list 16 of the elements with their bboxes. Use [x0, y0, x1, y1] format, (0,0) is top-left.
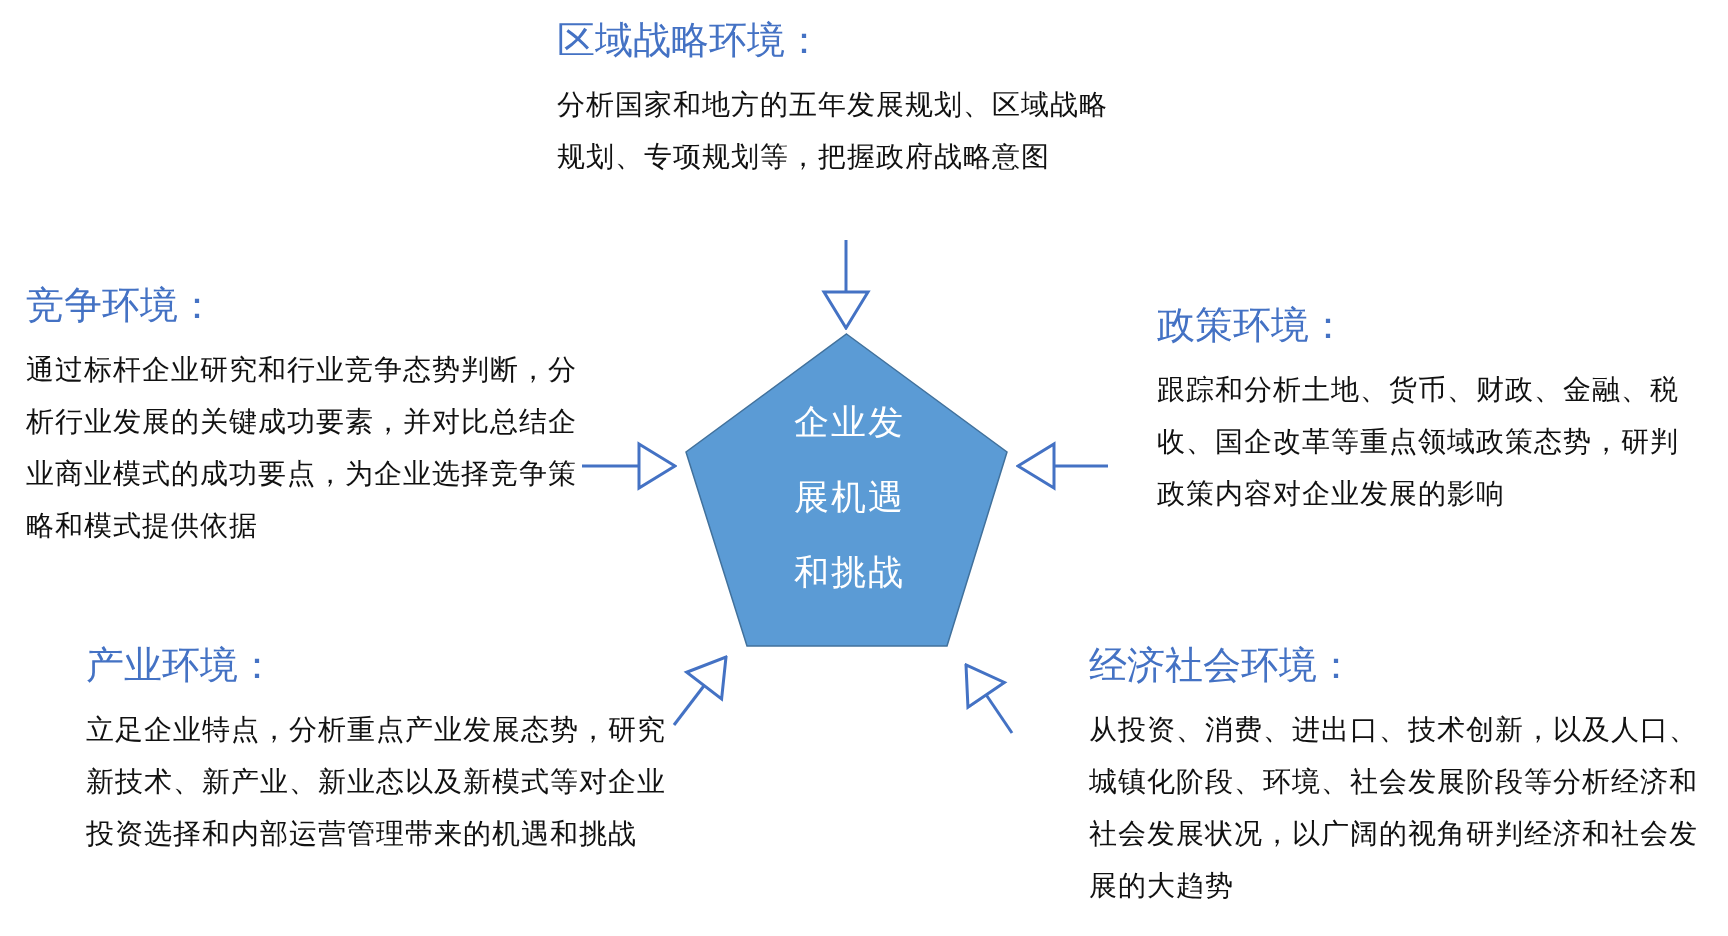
section-description: 跟踪和分析土地、货币、财政、金融、税收、国企改革等重点领域政策态势，研判政策内容对企业发展的影响	[1157, 372, 1680, 512]
hollow-arrow	[672, 655, 728, 726]
section-description: 通过标杆企业研究和行业竞争态势判断，分析行业发展的关键成功要素，并对比总结企业商业模式的成功要点，为企业选择竞争策略和模式提供依据	[26, 352, 578, 544]
section-heading: 区域战略环境：	[557, 17, 824, 64]
section-description: 分析国家和地方的五年发展规划、区域战略规划、专项规划等，把握政府战略意图	[557, 87, 1109, 175]
hollow-arrow	[964, 663, 1014, 734]
center-label: 企业发展机遇和挑战	[792, 401, 906, 594]
section-description: 立足企业特点，分析重点产业发展态势，研究新技术、新产业、新业态以及新模式等对企业投资选择和内部运营管理带来的机遇和挑战	[86, 712, 667, 852]
hollow-arrow	[582, 442, 677, 490]
hollow-arrow	[822, 240, 870, 330]
section-description: 从投资、消费、进出口、技术创新，以及人口、城镇化阶段、环境、社会发展阶段等分析经济和社会发展状况，以广阔的视角研判经济和社会发展的大趋势	[1089, 712, 1699, 904]
section-heading: 政策环境：	[1157, 302, 1348, 349]
hollow-arrow	[1016, 442, 1108, 490]
section-heading: 产业环境：	[86, 642, 277, 689]
section-heading: 竞争环境：	[26, 282, 217, 329]
section-heading: 经济社会环境：	[1089, 642, 1356, 689]
